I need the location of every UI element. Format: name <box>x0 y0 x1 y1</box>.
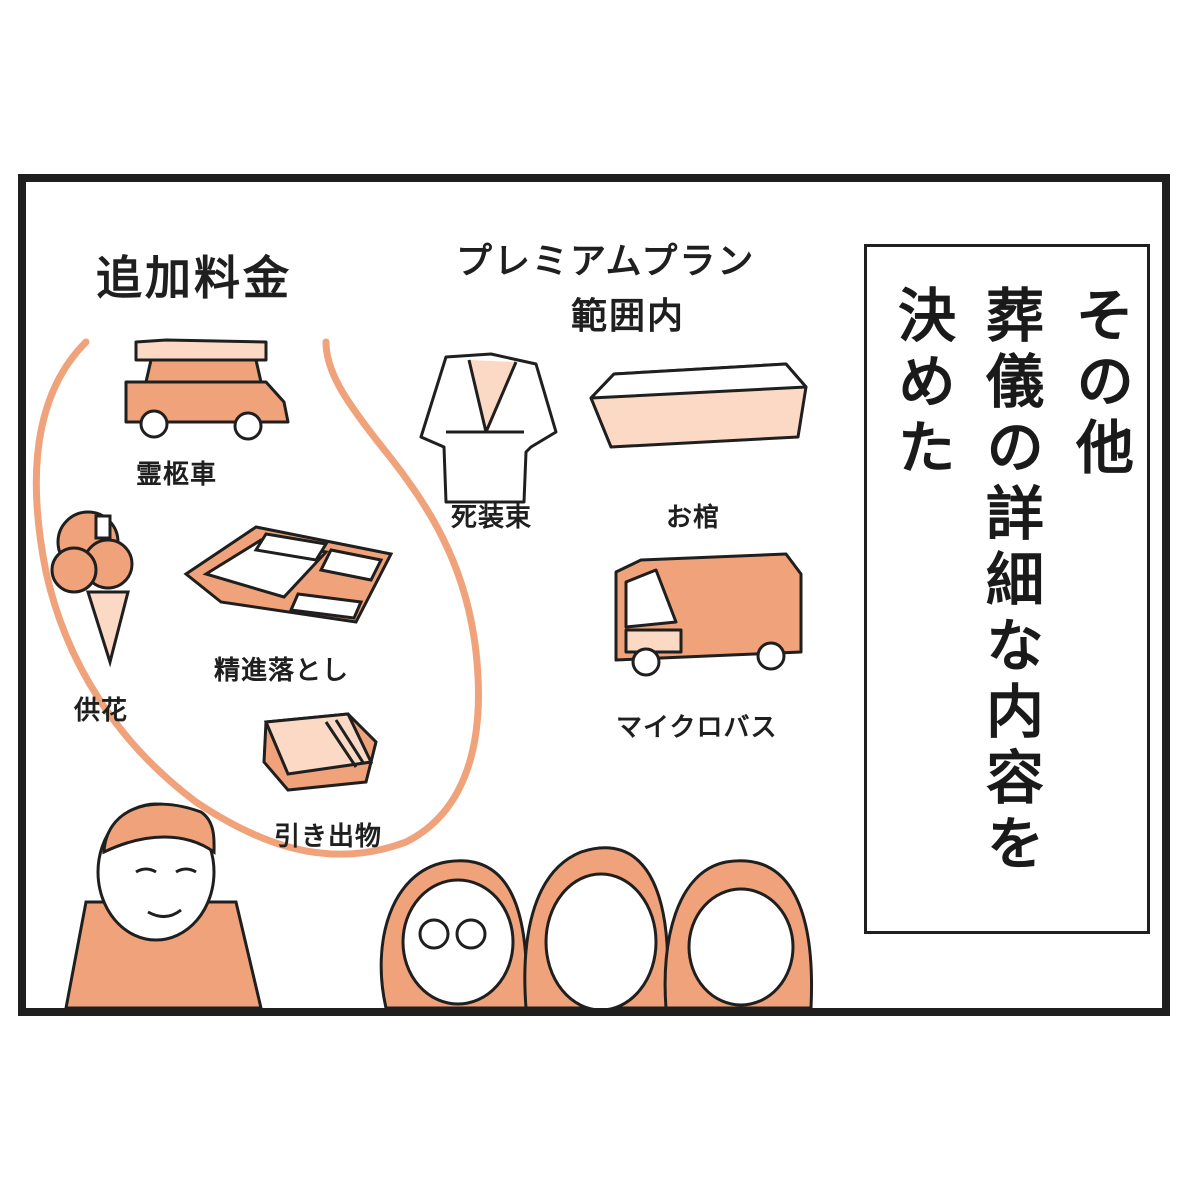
coffin-icon <box>589 362 808 449</box>
gift-box-icon <box>262 712 378 792</box>
narration-line-1: その他 <box>1066 285 1134 483</box>
shroud-label: 死装束 <box>451 503 533 533</box>
flower-stand-icon <box>50 510 134 668</box>
gift-label: 引き出物 <box>274 822 383 852</box>
narration-line-2: 葬儀の詳細な内容を <box>976 285 1044 879</box>
coffin-label: お棺 <box>666 503 721 533</box>
narration-box: その他 葬儀の詳細な内容を 決めた <box>864 244 1150 934</box>
hearse-label: 霊柩車 <box>136 460 218 490</box>
flowers-label: 供花 <box>74 696 129 726</box>
family-members <box>379 846 814 1008</box>
premium-plan-subheading: 範囲内 <box>571 296 686 337</box>
bento-icon <box>183 525 394 624</box>
premium-plan-heading: プレミアムプラン <box>456 241 756 282</box>
hearse-icon <box>124 338 290 441</box>
microbus-icon <box>614 552 803 677</box>
panel-illustration <box>32 338 814 1008</box>
extra-fee-outline <box>32 338 482 858</box>
narration-line-3: 決めた <box>888 285 956 483</box>
microbus-label: マイクロバス <box>616 713 778 743</box>
funeral-staff-person <box>64 802 263 1008</box>
comic-panel: 追加料金 プレミアムプラン 範囲内 霊柩車 供花 精進落とし 引き出物 死装束 … <box>18 174 1170 1016</box>
extra-fee-heading: 追加料金 <box>96 251 292 305</box>
bento-label: 精進落とし <box>214 656 350 686</box>
shroud-kimono-icon <box>419 352 558 504</box>
